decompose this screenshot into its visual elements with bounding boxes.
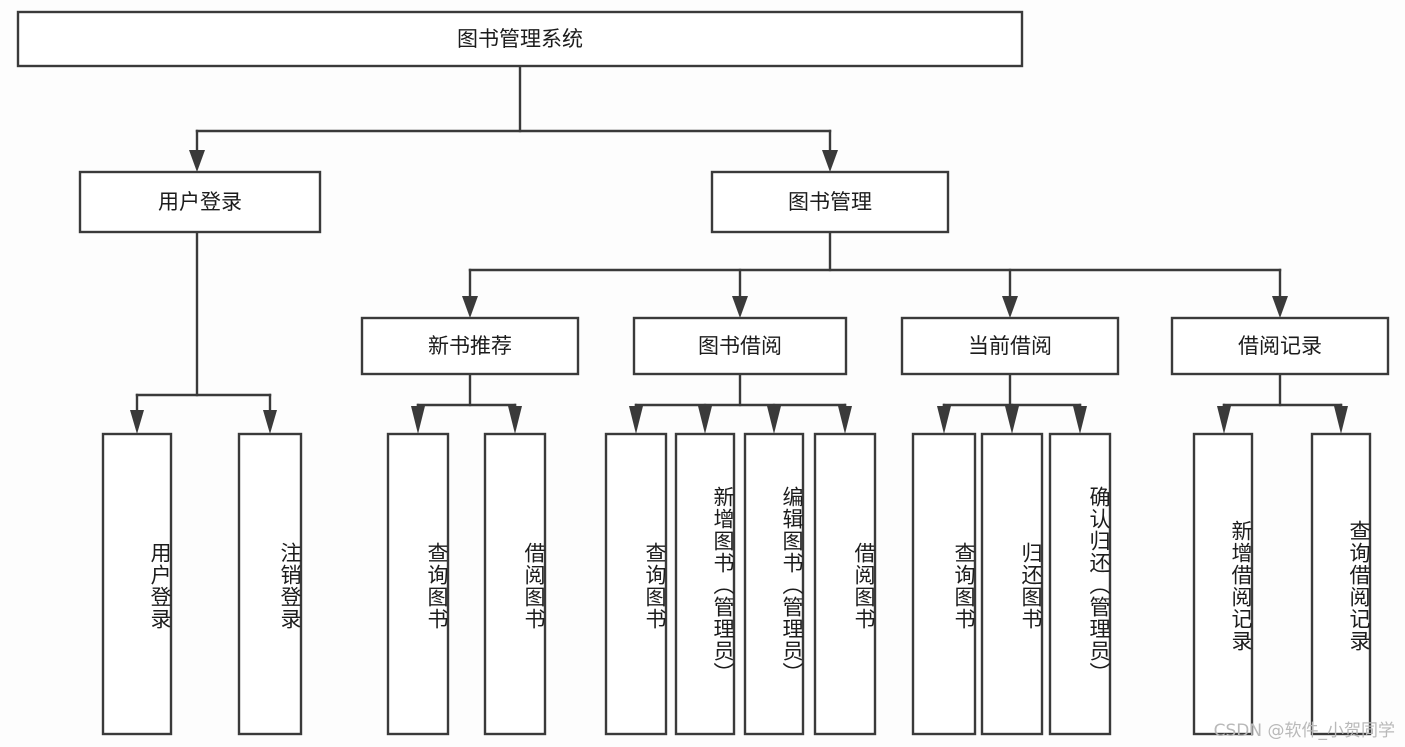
arrow-head-leaf-query-book-2 <box>629 406 643 434</box>
arrow-head-leaf-borrow-book-2 <box>838 406 852 434</box>
node-box-leaf-query-record[interactable] <box>1310 432 1372 736</box>
arrow-head-book-borrow <box>732 296 748 318</box>
node-box-leaf-return-book[interactable] <box>980 432 1044 736</box>
arrow-head-new-book-recommend <box>462 296 478 318</box>
watermark-text: CSDN @软件_小贺同学 <box>1213 721 1395 741</box>
arrow-head-leaf-add-record <box>1217 406 1231 434</box>
node-box-book-borrow[interactable] <box>632 316 848 376</box>
arrow-head-current-borrow <box>1002 296 1018 318</box>
node-label-root: 图书管理系统 <box>457 27 583 51</box>
node-box-leaf-query-book-1[interactable] <box>386 432 450 736</box>
arrow-head-leaf-edit-book <box>767 406 781 434</box>
node-box-leaf-add-book[interactable] <box>674 432 736 736</box>
node-label-current-borrow: 当前借阅 <box>968 334 1052 358</box>
node-box-current-borrow[interactable] <box>900 316 1120 376</box>
node-box-leaf-user-logout[interactable] <box>237 432 303 736</box>
node-box-leaf-borrow-book-1[interactable] <box>483 432 547 736</box>
node-box-user-login[interactable] <box>78 170 322 234</box>
connector-layer <box>130 64 1348 434</box>
arrow-head-leaf-user-logout <box>263 410 277 434</box>
node-label-new-book-recommend: 新书推荐 <box>428 334 512 358</box>
arrow-head-leaf-confirm-return <box>1073 406 1087 434</box>
node-label-book-management: 图书管理 <box>788 190 872 214</box>
node-box-leaf-edit-book[interactable] <box>743 432 805 736</box>
node-box-leaf-query-book-3[interactable] <box>911 432 977 736</box>
node-box-leaf-add-record[interactable] <box>1192 432 1254 736</box>
arrow-head-leaf-user-login <box>130 410 144 434</box>
node-box-leaf-borrow-book-2[interactable] <box>813 432 877 736</box>
arrow-head-leaf-return-book <box>1005 406 1019 434</box>
node-layer: 图书管理系统 用户登录 图书管理 新书推荐 图书借阅 当前借阅 借阅记录 <box>16 10 1390 736</box>
node-label-borrow-record: 借阅记录 <box>1238 334 1322 358</box>
node-box-root[interactable] <box>16 10 1024 68</box>
arrow-head-book-management <box>822 150 838 172</box>
node-label-book-borrow: 图书借阅 <box>698 334 782 358</box>
arrow-head-leaf-borrow-book-1 <box>508 406 522 434</box>
node-box-leaf-confirm-return[interactable] <box>1048 432 1112 736</box>
node-box-borrow-record[interactable] <box>1170 316 1390 376</box>
arrow-head-borrow-record <box>1272 296 1288 318</box>
arrow-head-leaf-query-book-1 <box>411 406 425 434</box>
arrow-head-leaf-query-book-3 <box>937 406 951 434</box>
node-box-book-management[interactable] <box>710 170 950 234</box>
node-box-new-book-recommend[interactable] <box>360 316 580 376</box>
arrow-head-user-login <box>189 150 205 172</box>
node-box-leaf-user-login[interactable] <box>101 432 173 736</box>
arrow-head-leaf-query-record <box>1334 406 1348 434</box>
node-box-leaf-query-book-2[interactable] <box>604 432 668 736</box>
arrow-head-leaf-add-book <box>698 406 712 434</box>
node-label-user-login: 用户登录 <box>158 190 242 214</box>
